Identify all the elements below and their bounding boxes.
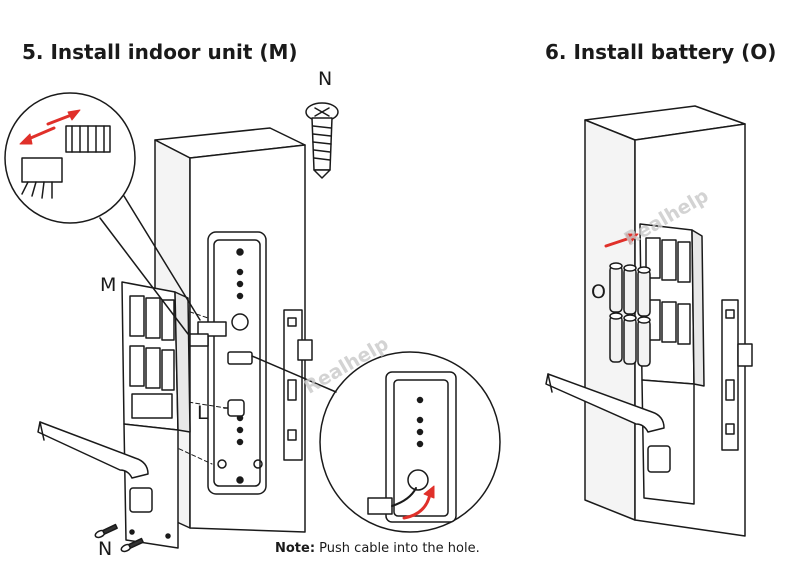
red-arrow-icon [604, 233, 639, 248]
red-arrow-icon [19, 109, 81, 145]
spindle-connector [189, 321, 245, 417]
screws-bottom-n [94, 523, 144, 553]
battery-icon [609, 262, 651, 367]
step5-title: 5. Install indoor unit (M) [22, 40, 298, 64]
cable-detail-inset [251, 351, 501, 533]
mortise-lock-edge-right [721, 299, 753, 451]
step6-title: 6. Install battery (O) [545, 40, 777, 64]
label-indoor-unit-m: M [100, 274, 117, 296]
mounting-plate-l [207, 231, 267, 495]
lever-handle-left [37, 421, 149, 479]
lever-handle-icon [545, 373, 665, 433]
connector-detail-inset [4, 92, 201, 335]
indoor-unit-m [121, 281, 191, 549]
label-screws-n: N [98, 538, 113, 560]
label-screw-n: N [318, 68, 333, 90]
indoor-unit-installed [639, 223, 705, 505]
note-text: Push cable into the hole. [315, 541, 480, 556]
note-prefix: Note: [275, 541, 316, 556]
connector-icon [21, 125, 111, 199]
mortise-lock-edge [283, 309, 313, 461]
cable-note: Note: Push cable into the hole. [275, 541, 480, 556]
screw-icon [305, 102, 339, 179]
label-plate-l: L [197, 402, 208, 424]
label-battery-o: O [591, 281, 606, 303]
